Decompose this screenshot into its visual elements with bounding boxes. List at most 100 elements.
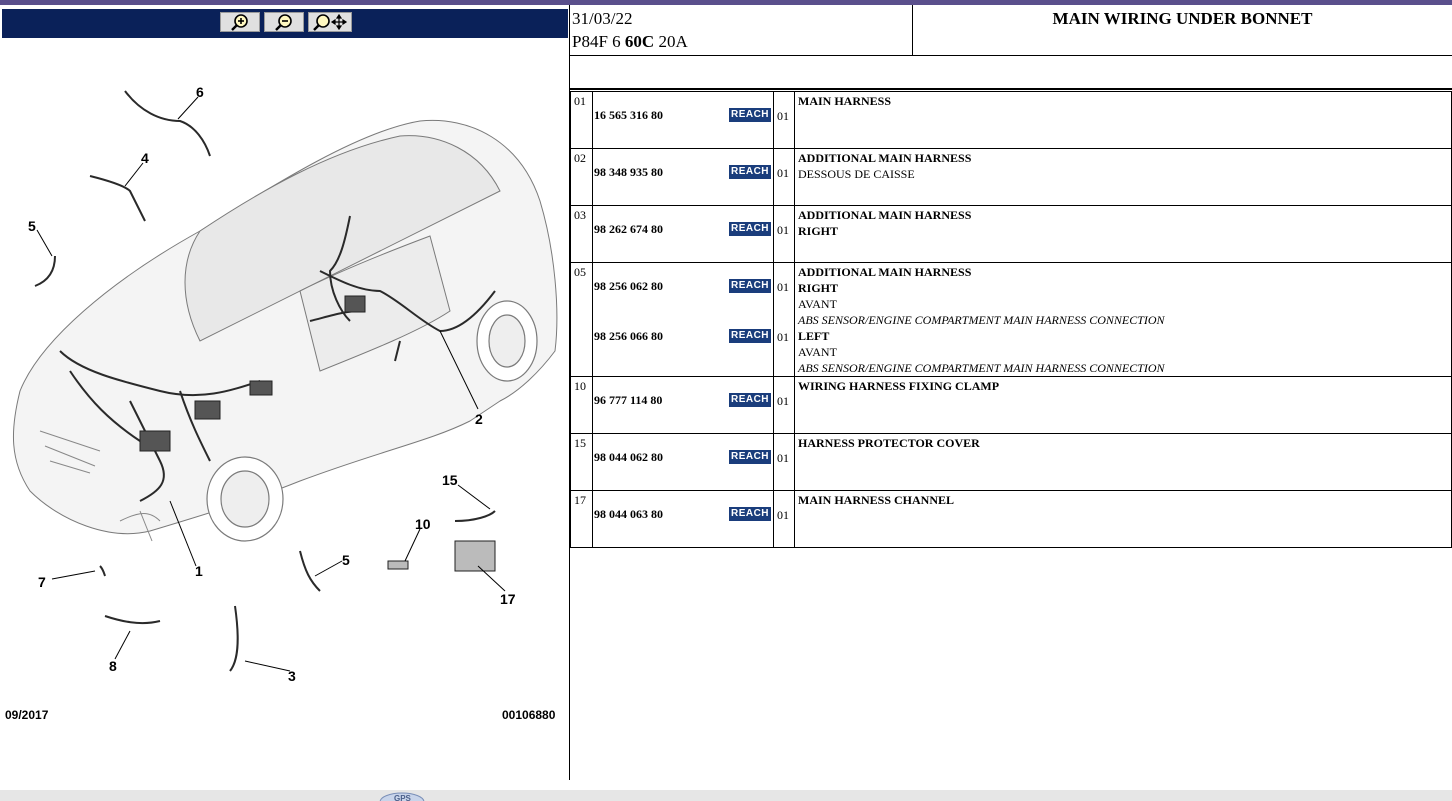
- reach-badge[interactable]: REACH: [729, 108, 771, 122]
- quantity-value: 01: [777, 508, 789, 522]
- quantity-cell: 01: [773, 148, 795, 206]
- description-line: AVANT: [798, 297, 837, 311]
- callout-1[interactable]: 1: [195, 563, 203, 579]
- part-position: 03: [570, 205, 593, 263]
- zoom-out-button[interactable]: [264, 12, 304, 32]
- callout-5b[interactable]: 5: [342, 552, 350, 568]
- reach-badge[interactable]: REACH: [729, 450, 771, 464]
- callout-15[interactable]: 15: [442, 472, 458, 488]
- callout-7[interactable]: 7: [38, 574, 46, 590]
- part-number[interactable]: 96 777 114 80: [594, 393, 663, 407]
- description-line: MAIN HARNESS: [798, 94, 892, 108]
- description-line: WIRING HARNESS FIXING CLAMP: [798, 379, 1000, 393]
- part-number[interactable]: 98 044 062 80: [594, 450, 663, 464]
- header-code-suffix: 20A: [654, 32, 688, 51]
- part-description: ADDITIONAL MAIN HARNESS DESSOUS DE CAISSE: [794, 148, 1452, 206]
- part-number[interactable]: 98 348 935 80: [594, 165, 663, 179]
- header-code-prefix: P84F 6: [572, 32, 625, 51]
- quantity-value: 01: [777, 223, 789, 237]
- zoom-pan-icon: [313, 13, 348, 31]
- part-description: HARNESS PROTECTOR COVER: [794, 433, 1452, 491]
- callout-3[interactable]: 3: [288, 668, 296, 684]
- reach-badge[interactable]: REACH: [729, 222, 771, 236]
- diagram-date: 09/2017: [5, 708, 49, 722]
- part-reference-cell: 98 348 935 80 REACH: [592, 148, 774, 206]
- callout-2[interactable]: 2: [475, 411, 483, 427]
- diagram-panel: 6 4 5 2 1 15 10 5 17 7 8 3 09/2017 00106…: [0, 5, 570, 780]
- wiring-diagram[interactable]: 6 4 5 2 1 15 10 5 17 7 8 3: [0, 41, 570, 731]
- part-position: 15: [570, 433, 593, 491]
- part-description: MAIN HARNESS: [794, 91, 1452, 149]
- reference-line: 98 256 062 80 REACH: [593, 279, 773, 295]
- quantity-value: 01: [777, 330, 789, 344]
- part-reference-cell: 16 565 316 80 REACH: [592, 91, 774, 149]
- bottom-strip: [0, 790, 1452, 801]
- reach-badge[interactable]: REACH: [729, 393, 771, 407]
- reference-line: 98 044 063 80 REACH: [593, 507, 773, 523]
- description-line: ADDITIONAL MAIN HARNESS: [798, 151, 972, 165]
- description-line: LEFT: [798, 329, 830, 343]
- quantity-value: 01: [777, 451, 789, 465]
- zoom-pan-button[interactable]: [308, 12, 352, 32]
- description-line: MAIN HARNESS CHANNEL: [798, 493, 955, 507]
- zoom-out-icon: [275, 14, 292, 31]
- part-position: 17: [570, 490, 593, 548]
- part-number[interactable]: 16 565 316 80: [594, 108, 663, 122]
- reach-badge[interactable]: REACH: [729, 329, 771, 343]
- part-number[interactable]: 98 256 062 80: [594, 279, 663, 293]
- part-number[interactable]: 98 044 063 80: [594, 507, 663, 521]
- quantity-value: 01: [777, 166, 789, 180]
- callout-8[interactable]: 8: [109, 658, 117, 674]
- callout-17[interactable]: 17: [500, 591, 516, 607]
- reference-line: 98 256 066 80 REACH: [593, 329, 773, 345]
- quantity-value: 01: [777, 394, 789, 408]
- page-header: 31/03/22 P84F 6 60C 20A MAIN WIRING UNDE…: [570, 5, 1452, 56]
- quantity-cell: 01: [773, 376, 795, 434]
- reference-line: 96 777 114 80 REACH: [593, 393, 773, 409]
- part-reference-cell: 96 777 114 80 REACH: [592, 376, 774, 434]
- description-line: HARNESS PROTECTOR COVER: [798, 436, 980, 450]
- reference-line: 98 044 062 80 REACH: [593, 450, 773, 466]
- reach-badge[interactable]: REACH: [729, 165, 771, 179]
- reach-badge[interactable]: REACH: [729, 507, 771, 521]
- reference-line: 98 262 674 80 REACH: [593, 222, 773, 238]
- zoom-in-button[interactable]: [220, 12, 260, 32]
- quantity-cell: 01: [773, 433, 795, 491]
- description-line: ABS SENSOR/ENGINE COMPARTMENT MAIN HARNE…: [798, 313, 1165, 327]
- callout-10[interactable]: 10: [415, 516, 431, 532]
- description-line: ADDITIONAL MAIN HARNESS: [798, 265, 972, 279]
- header-separator: [912, 5, 913, 55]
- quantity-value: 01: [777, 109, 789, 123]
- reach-badge[interactable]: REACH: [729, 279, 771, 293]
- part-reference-cell: 98 044 063 80 REACH: [592, 490, 774, 548]
- panel-divider: [569, 5, 570, 780]
- part-number[interactable]: 98 262 674 80: [594, 222, 663, 236]
- zoom-toolbar: [2, 9, 568, 38]
- part-number[interactable]: 98 256 066 80: [594, 329, 663, 343]
- header-spacer: [570, 56, 1452, 90]
- callout-4[interactable]: 4: [141, 150, 149, 166]
- callout-6[interactable]: 6: [196, 84, 204, 100]
- description-line: DESSOUS DE CAISSE: [798, 167, 915, 181]
- quantity-cell: 01: [773, 205, 795, 263]
- header-date: 31/03/22: [572, 9, 633, 28]
- quantity-cell: 01: [773, 490, 795, 548]
- brand-logo-icon: GPS: [379, 792, 425, 801]
- quantity-cell: 01: [773, 91, 795, 149]
- header-code: P84F 6 60C 20A: [572, 32, 688, 52]
- callout-5[interactable]: 5: [28, 218, 36, 234]
- description-line: RIGHT: [798, 224, 839, 238]
- part-position: 02: [570, 148, 593, 206]
- zoom-in-icon: [231, 14, 248, 31]
